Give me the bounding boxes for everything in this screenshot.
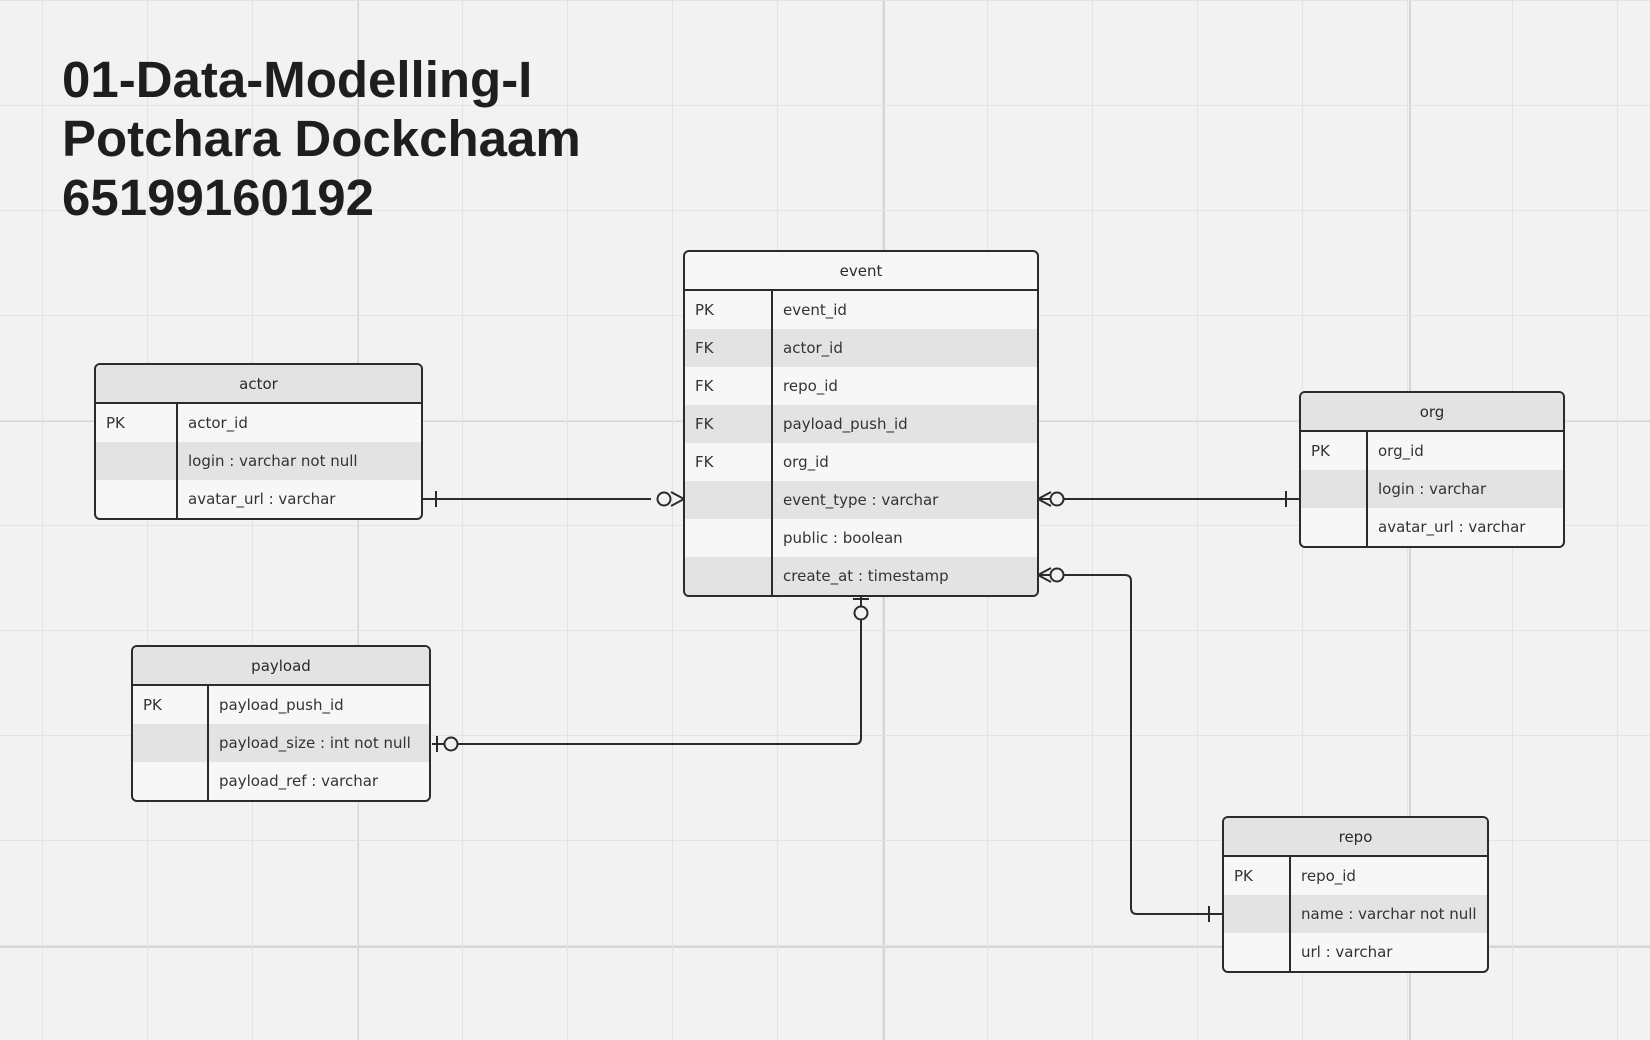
crows-foot-marker xyxy=(670,491,685,507)
field-cell: login : varchar not null xyxy=(188,452,358,470)
zero-marker xyxy=(853,605,869,621)
key-cell: PK xyxy=(1224,857,1291,895)
field-cell: actor_id xyxy=(783,339,843,357)
key-cell xyxy=(96,442,178,480)
field-cell: avatar_url : varchar xyxy=(188,490,336,508)
key-cell xyxy=(685,557,773,595)
connector-repo-event[interactable] xyxy=(1037,567,1223,922)
table-row[interactable]: public : boolean xyxy=(685,519,1037,557)
connector-line xyxy=(432,595,862,745)
table-row[interactable]: PK payload_push_id xyxy=(133,686,429,724)
field-cell: avatar_url : varchar xyxy=(1378,518,1526,536)
entity-payload[interactable]: payload PK payload_push_id payload_size : … xyxy=(131,645,431,802)
zero-marker xyxy=(1049,491,1065,507)
key-cell xyxy=(133,762,209,800)
connector-line xyxy=(1039,574,1223,915)
key-cell xyxy=(1224,895,1291,933)
field-cell: url : varchar xyxy=(1301,943,1393,961)
field-cell: login : varchar xyxy=(1378,480,1487,498)
key-cell: PK xyxy=(1301,432,1368,470)
key-cell xyxy=(685,481,773,519)
table-row[interactable]: payload_size : int not null xyxy=(133,724,429,762)
crows-foot-marker xyxy=(1037,567,1052,583)
field-cell: actor_id xyxy=(188,414,248,432)
entity-org-title: org xyxy=(1301,393,1563,432)
table-row[interactable]: name : varchar not null xyxy=(1224,895,1487,933)
table-row[interactable]: login : varchar not null xyxy=(96,442,421,480)
field-cell: name : varchar not null xyxy=(1301,905,1477,923)
key-cell xyxy=(1301,508,1368,546)
key-cell xyxy=(96,480,178,518)
entity-event-title: event xyxy=(685,252,1037,291)
table-row[interactable]: FK org_id xyxy=(685,443,1037,481)
table-row[interactable]: PK event_id xyxy=(685,291,1037,329)
table-row[interactable]: PK org_id xyxy=(1301,432,1563,470)
key-cell: PK xyxy=(133,686,209,724)
key-cell xyxy=(685,519,773,557)
table-row[interactable]: FK actor_id xyxy=(685,329,1037,367)
diagram-title: 01-Data-Modelling-I Potchara Dockchaam 6… xyxy=(62,50,581,227)
key-cell: FK xyxy=(685,367,773,405)
entity-payload-title: payload xyxy=(133,647,429,686)
table-row[interactable]: create_at : timestamp xyxy=(685,557,1037,595)
key-cell xyxy=(1301,470,1368,508)
zero-marker xyxy=(443,736,459,752)
field-cell: public : boolean xyxy=(783,529,903,547)
table-row[interactable]: login : varchar xyxy=(1301,470,1563,508)
field-cell: org_id xyxy=(1378,442,1424,460)
table-row[interactable]: avatar_url : varchar xyxy=(1301,508,1563,546)
field-cell: payload_size : int not null xyxy=(219,734,411,752)
key-cell: PK xyxy=(685,291,773,329)
connector-payload-event[interactable] xyxy=(432,595,869,752)
field-cell: payload_ref : varchar xyxy=(219,772,379,790)
field-cell: event_id xyxy=(783,301,847,319)
field-cell: payload_push_id xyxy=(783,415,908,433)
table-row[interactable]: payload_ref : varchar xyxy=(133,762,429,800)
title-line-2: Potchara Dockchaam xyxy=(62,110,581,167)
table-row[interactable]: PK repo_id xyxy=(1224,857,1487,895)
connector-org-event[interactable] xyxy=(1037,491,1300,507)
crows-foot-marker xyxy=(1037,491,1052,507)
connector-actor-event[interactable] xyxy=(423,491,685,507)
table-row[interactable]: url : varchar xyxy=(1224,933,1487,971)
title-line-1: 01-Data-Modelling-I xyxy=(62,51,533,108)
key-cell xyxy=(133,724,209,762)
field-cell: event_type : varchar xyxy=(783,491,939,509)
table-row[interactable]: event_type : varchar xyxy=(685,481,1037,519)
field-cell: org_id xyxy=(783,453,829,471)
field-cell: repo_id xyxy=(1301,867,1356,885)
key-cell: FK xyxy=(685,443,773,481)
table-row[interactable]: PK actor_id xyxy=(96,404,421,442)
title-line-3: 65199160192 xyxy=(62,169,375,226)
table-row[interactable]: FK payload_push_id xyxy=(685,405,1037,443)
field-cell: payload_push_id xyxy=(219,696,344,714)
table-row[interactable]: FK repo_id xyxy=(685,367,1037,405)
key-cell: FK xyxy=(685,329,773,367)
field-cell: create_at : timestamp xyxy=(783,567,949,585)
table-row[interactable]: avatar_url : varchar xyxy=(96,480,421,518)
entity-repo-title: repo xyxy=(1224,818,1487,857)
zero-marker xyxy=(656,491,672,507)
field-cell: repo_id xyxy=(783,377,838,395)
entity-actor-title: actor xyxy=(96,365,421,404)
zero-marker xyxy=(1049,567,1065,583)
key-cell: PK xyxy=(96,404,178,442)
key-cell xyxy=(1224,933,1291,971)
key-cell: FK xyxy=(685,405,773,443)
